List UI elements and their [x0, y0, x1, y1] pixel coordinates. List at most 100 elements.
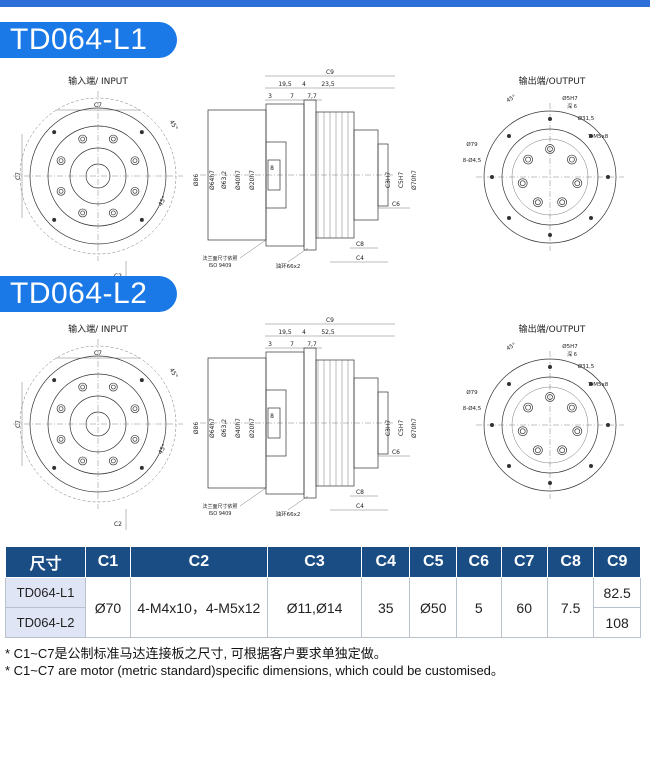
- output-tapped-hole-inner: [547, 394, 553, 400]
- dia-label: C5H7: [398, 172, 405, 189]
- output-mount-hole: [589, 216, 594, 221]
- iso-note: ISO 9409: [209, 511, 232, 517]
- input-bolt-hole: [108, 456, 118, 466]
- dia-label: Ø20h7: [249, 170, 256, 190]
- angle-label: 45°: [157, 195, 168, 208]
- input-bolt-hole: [78, 456, 88, 466]
- dia-label: Ø63,2: [221, 171, 228, 189]
- c9-label: C9: [326, 317, 334, 324]
- output-tapped-hole-inner: [519, 428, 526, 435]
- dia-label: Ø20h7: [249, 418, 256, 438]
- dia-label: Ø40h7: [235, 170, 242, 190]
- flange-note: 法兰面尺寸依照: [202, 503, 237, 510]
- output-tapped-hole-inner: [535, 447, 541, 454]
- dim-label: 7: [290, 341, 294, 348]
- output-tapped-hole: [517, 426, 528, 437]
- dimension-table: 尺寸 C1 C2 C3 C4 C5 C6 C7 C8 C9 TD064-L1 Ø…: [4, 546, 641, 638]
- input-bolt-hole-inner: [80, 458, 86, 464]
- table-header: C2: [129, 546, 268, 578]
- c3-cell: Ø11,Ø14: [266, 577, 363, 638]
- output-angle-label: 45°: [506, 342, 518, 352]
- output-tapped-hole-inner: [535, 199, 541, 206]
- output-tapped-hole-inner: [525, 156, 531, 163]
- dia-label: Ø70h7: [411, 170, 418, 190]
- input-bolt-hole-inner: [58, 436, 64, 442]
- iso-note: ISO 9409: [209, 263, 232, 269]
- oil-ring-leader: [287, 247, 309, 263]
- output-tapped-hole: [523, 402, 533, 413]
- output-tapped-hole: [517, 178, 528, 189]
- dia-label: Ø70h7: [411, 418, 418, 438]
- output-tapped-hole-inner: [569, 404, 575, 411]
- input-bolt-hole-inner: [58, 188, 64, 194]
- output-mount-hole: [506, 216, 511, 221]
- top-accent-bar: [0, 0, 650, 7]
- table-header: C9: [593, 546, 641, 578]
- input-bolt-hole-inner: [80, 384, 86, 390]
- output-dim-label: 深 6: [567, 351, 577, 358]
- c7-label: C7: [94, 350, 102, 357]
- c9-label: C9: [326, 69, 334, 76]
- output-mount-hole: [506, 133, 511, 138]
- inner-bore: [265, 389, 287, 457]
- dia-label: Ø63,2: [221, 419, 228, 437]
- input-bolt-hole-inner: [132, 158, 138, 164]
- c9-cell: 82.5: [593, 577, 641, 608]
- oil-ring-leader: [287, 495, 309, 511]
- output-tapped-hole: [572, 426, 583, 437]
- output-tapped-hole-inner: [569, 156, 575, 163]
- input-bolt-hole-inner: [132, 406, 138, 412]
- output-dim-label: Ø31,5: [578, 363, 595, 370]
- dim-label: 52,5: [321, 329, 335, 336]
- input-label: 输入端/ INPUT: [68, 323, 128, 335]
- output-tapped-hole-inner: [559, 447, 565, 454]
- table-header: C1: [85, 546, 131, 578]
- dim-label: 19,5: [278, 81, 292, 88]
- input-mount-hole: [52, 378, 57, 383]
- c8-cell: 7.5: [546, 577, 595, 638]
- output-tapped-hole: [533, 445, 543, 456]
- dim-label: 3: [268, 93, 272, 100]
- model-cell: TD064-L1: [4, 577, 87, 608]
- output-tapped-hole: [523, 154, 533, 165]
- input-bolt-hole-inner: [58, 158, 64, 164]
- dim-label: 8: [270, 165, 274, 172]
- model-cell: TD064-L2: [4, 607, 87, 638]
- output-mount-hole: [490, 423, 494, 427]
- output-mount-hole: [490, 175, 494, 179]
- c7-label-v: C7: [15, 172, 22, 180]
- output-tapped-hole-inner: [547, 146, 553, 152]
- input-bolt-hole: [130, 434, 140, 444]
- output-mount-hole: [606, 175, 610, 179]
- c6-label: C6: [392, 449, 400, 456]
- input-bolt-hole-inner: [110, 136, 116, 142]
- input-bolt-hole: [56, 434, 66, 444]
- input-bolt-hole-inner: [58, 406, 64, 412]
- c8-label: C8: [356, 489, 364, 496]
- output-tapped-hole: [533, 197, 543, 208]
- input-bolt-hole-inner: [80, 136, 86, 142]
- dia-label: Ø86: [193, 422, 200, 435]
- output-dim-label: 7-M5x8: [588, 134, 609, 140]
- c4-label: C4: [356, 503, 364, 510]
- oil-ring-note: 油环66x2: [276, 510, 301, 518]
- dim-label: 7,7: [307, 93, 317, 100]
- c4-cell: 35: [361, 577, 411, 638]
- model-title-l2: TD064-L2: [0, 276, 178, 312]
- output-mount-hole: [589, 381, 594, 386]
- note-chinese: * C1~C7是公制标准马达连接板之尺寸, 可根据客户要求单独定做。: [5, 646, 387, 661]
- input-bolt-hole: [56, 404, 66, 414]
- inner-bore: [265, 141, 287, 209]
- output-dim-label: 7-M5x8: [588, 382, 609, 388]
- oil-ring-note: 油环66x2: [276, 262, 301, 270]
- c5-cell: Ø50: [409, 577, 458, 638]
- input-bolt-hole: [78, 208, 88, 218]
- c2-cell: 4-M4x10，4-M5x12: [129, 577, 268, 638]
- output-tapped-hole: [557, 445, 567, 456]
- dia-label: C3H7: [385, 420, 392, 437]
- c7-cell: 60: [500, 577, 548, 638]
- dim-label: 23,5: [321, 81, 335, 88]
- table-header: C3: [266, 546, 363, 578]
- output-mount-hole: [548, 481, 552, 485]
